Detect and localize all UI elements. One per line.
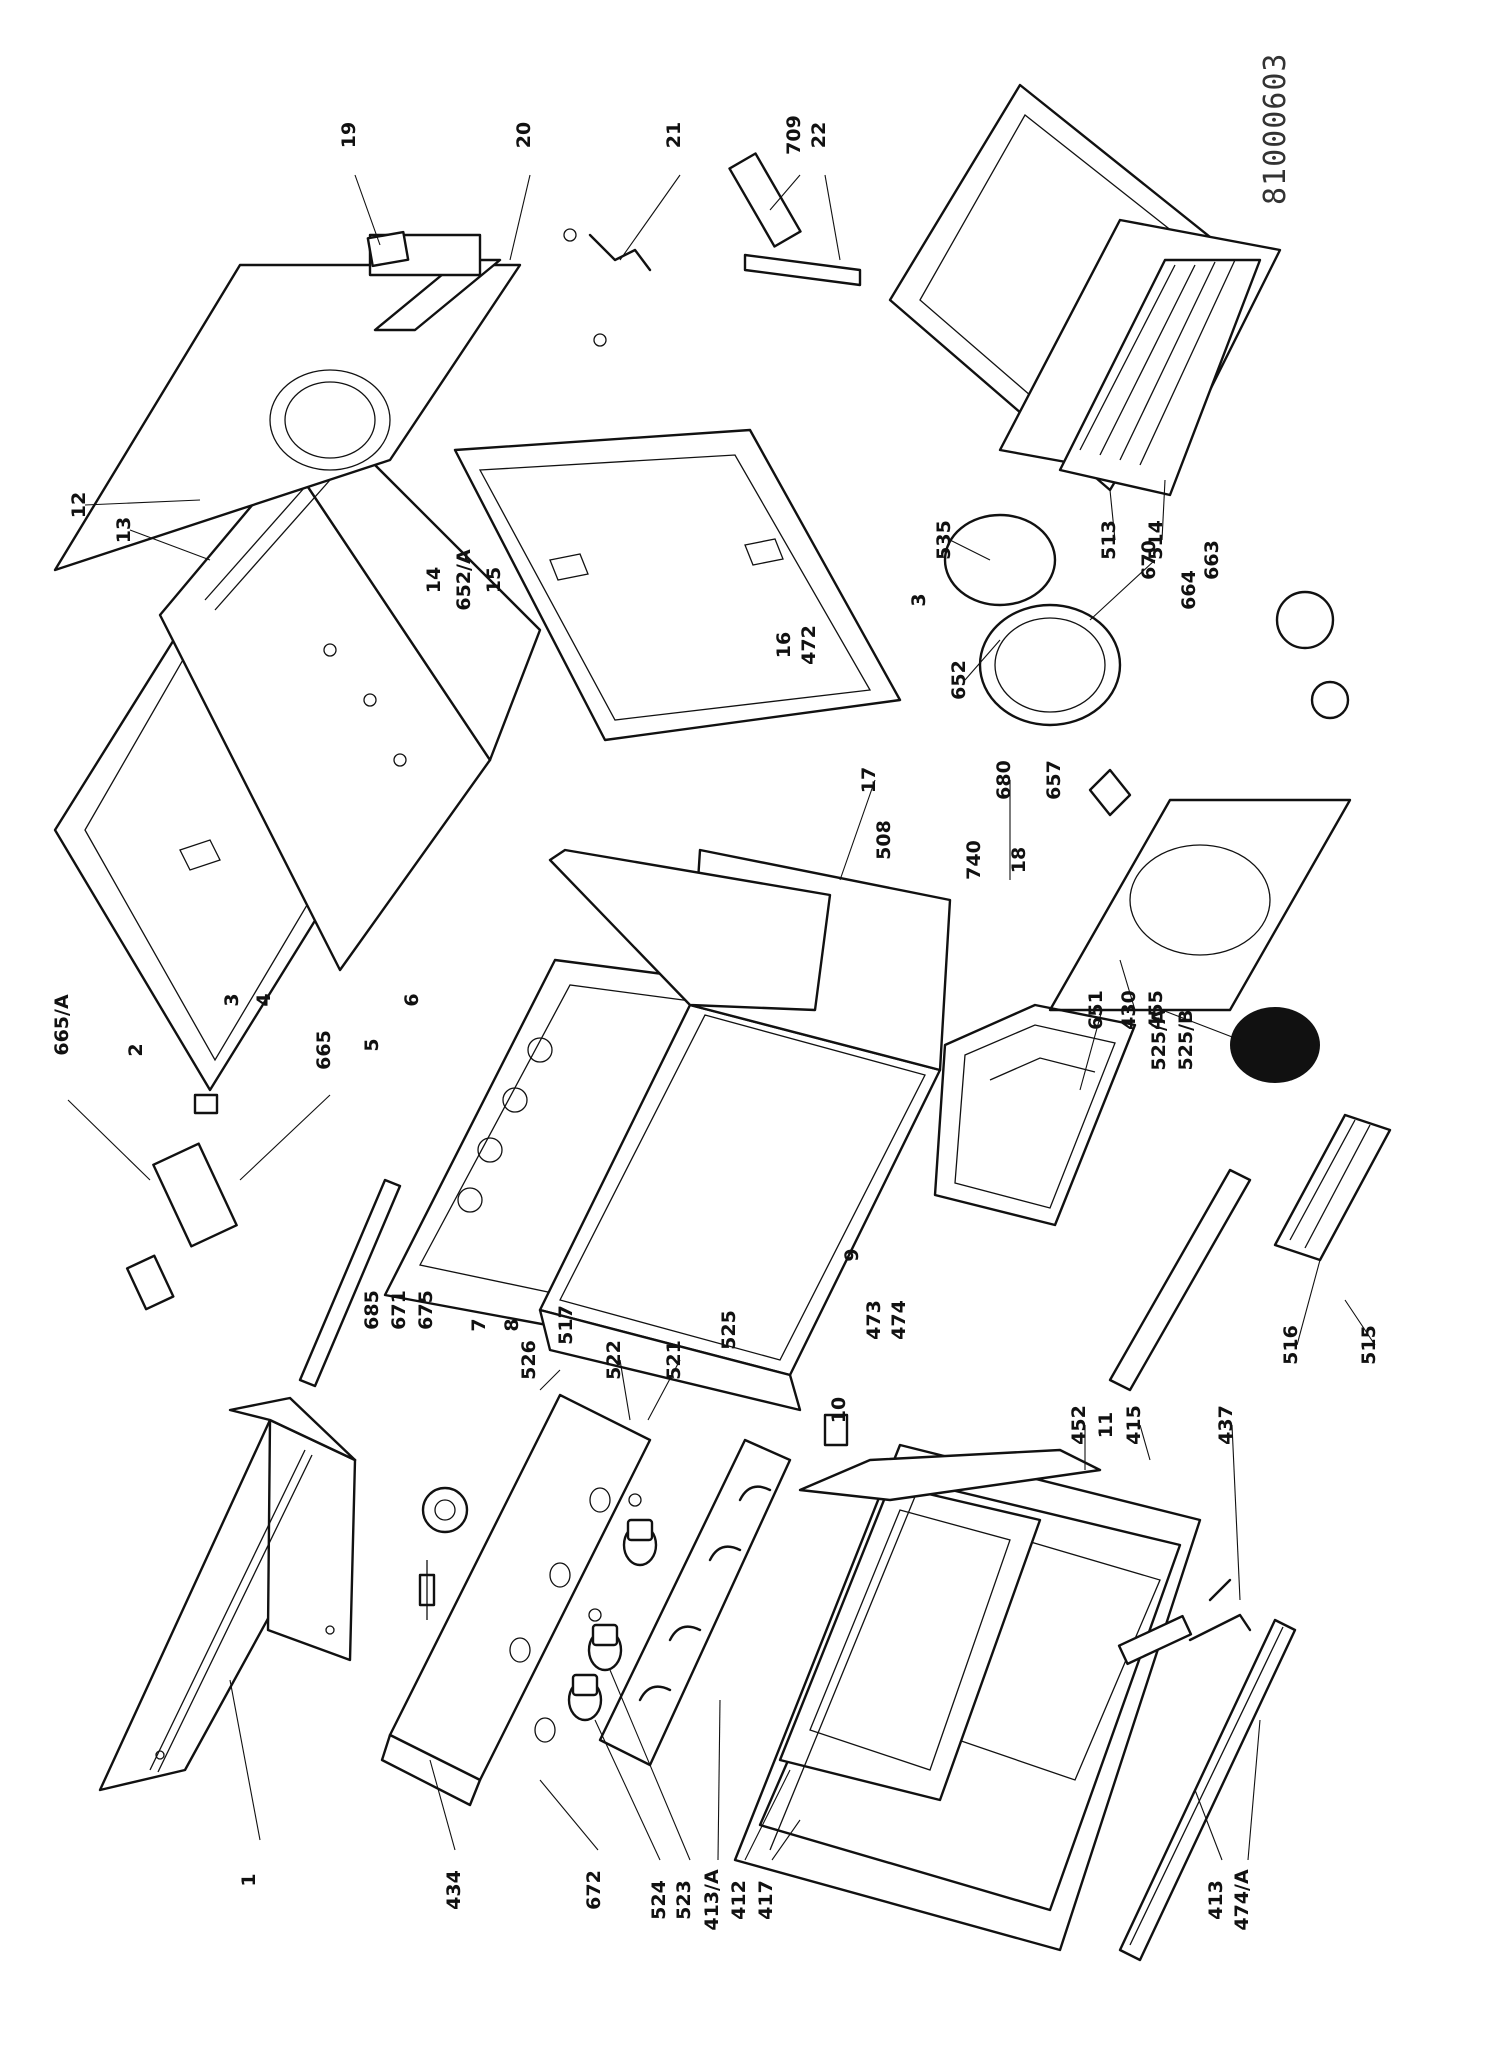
part-label-516: 516	[1280, 1325, 1302, 1365]
part-label-413-a: 413/A	[701, 1869, 723, 1931]
part-label-525: 525	[718, 1310, 740, 1350]
part-label-19: 19	[338, 122, 360, 148]
part-label-417: 417	[755, 1880, 777, 1920]
part-timer-switch	[418, 1486, 469, 1620]
part-label-664: 664	[1178, 570, 1200, 610]
part-label-16: 16	[773, 632, 795, 658]
part-label-670: 670	[1138, 540, 1160, 580]
part-label-5: 5	[361, 1038, 383, 1051]
part-label-437: 437	[1215, 1405, 1237, 1445]
part-top-cover	[98, 1396, 357, 1792]
part-label-20: 20	[513, 122, 535, 148]
part-label-740: 740	[963, 840, 985, 880]
part-label-9: 9	[841, 1248, 863, 1261]
part-label-413: 413	[1205, 1880, 1227, 1920]
part-label-515: 515	[1358, 1325, 1380, 1365]
part-label-2: 2	[125, 1043, 147, 1056]
part-label-21: 21	[663, 122, 685, 148]
part-label-455: 455	[1145, 990, 1167, 1030]
part-label-657: 657	[1043, 760, 1065, 800]
part-label-452: 452	[1068, 1405, 1090, 1445]
part-oven-cavity	[538, 848, 952, 1412]
part-label-11: 11	[1095, 1412, 1117, 1438]
part-label-671: 671	[388, 1290, 410, 1330]
part-label-652: 652	[948, 660, 970, 700]
part-label-526: 526	[518, 1340, 540, 1380]
part-label-508: 508	[873, 820, 895, 860]
part-label-7: 7	[468, 1318, 490, 1331]
part-label-6: 6	[401, 993, 423, 1006]
part-label-18: 18	[1008, 847, 1030, 873]
part-label-472: 472	[798, 625, 820, 665]
part-hinges	[1117, 1578, 1252, 1666]
part-label-524: 524	[648, 1880, 670, 1920]
part-heating-element	[933, 1003, 1137, 1227]
part-selector-switch	[125, 1093, 238, 1311]
part-label-412: 412	[728, 1880, 750, 1920]
part-label-473: 473	[863, 1300, 885, 1340]
part-label-651: 651	[1085, 990, 1107, 1030]
part-label-13: 13	[113, 517, 135, 543]
part-label-517: 517	[555, 1305, 577, 1345]
document-id: 81000603	[1258, 53, 1293, 206]
part-label-15: 15	[483, 567, 505, 593]
part-label-663: 663	[1201, 540, 1223, 580]
part-control-panel	[380, 1393, 652, 1807]
part-label-513: 513	[1098, 520, 1120, 560]
part-label-525-b: 525/B	[1175, 1009, 1197, 1070]
part-label-430: 430	[1118, 990, 1140, 1030]
part-label-675: 675	[415, 1290, 437, 1330]
part-label-665-a: 665/A	[51, 994, 73, 1056]
part-label-680: 680	[993, 760, 1015, 800]
part-label-523: 523	[673, 1880, 695, 1920]
part-label-4: 4	[253, 993, 275, 1006]
part-label-3: 3	[221, 993, 243, 1006]
part-label-474-a: 474/A	[1231, 1869, 1253, 1931]
part-fan-motor	[943, 513, 1350, 817]
part-label-514: 514	[1145, 520, 1167, 560]
part-label-17: 17	[858, 767, 880, 793]
part-label-672: 672	[583, 1870, 605, 1910]
part-label-685: 685	[361, 1290, 383, 1330]
part-label-415: 415	[1123, 1405, 1145, 1445]
part-oven-door	[733, 1443, 1297, 1962]
part-rear-casing	[158, 438, 542, 972]
part-trim-strip	[298, 1178, 402, 1388]
leader-lines	[67, 174, 1376, 1861]
part-terminal-blocks	[366, 152, 862, 347]
part-shelf-runners	[1108, 1113, 1392, 1392]
part-label-1: 1	[238, 1873, 260, 1886]
part-label-652-a: 652/A	[453, 549, 475, 611]
part-label-10: 10	[828, 1397, 850, 1423]
part-oven-trays	[888, 83, 1282, 497]
part-label-522: 522	[603, 1340, 625, 1380]
part-fan-cover	[1048, 798, 1352, 1083]
part-rear-frame	[453, 428, 902, 742]
part-label-3: 3	[908, 593, 930, 606]
part-label-434: 434	[443, 1870, 465, 1910]
part-label-665: 665	[313, 1030, 335, 1070]
part-door-handle	[598, 1413, 849, 1767]
part-label-474: 474	[888, 1300, 910, 1340]
part-knobs	[567, 1493, 658, 1722]
part-label-525-a: 525/A	[1148, 1009, 1170, 1071]
part-label-12: 12	[68, 492, 90, 518]
part-label-709: 709	[783, 115, 805, 155]
drawing	[53, 83, 1392, 1962]
part-label-8: 8	[501, 1318, 523, 1331]
part-label-14: 14	[423, 567, 445, 593]
part-label-521: 521	[663, 1340, 685, 1380]
part-label-535: 535	[933, 520, 955, 560]
part-label-22: 22	[808, 122, 830, 148]
